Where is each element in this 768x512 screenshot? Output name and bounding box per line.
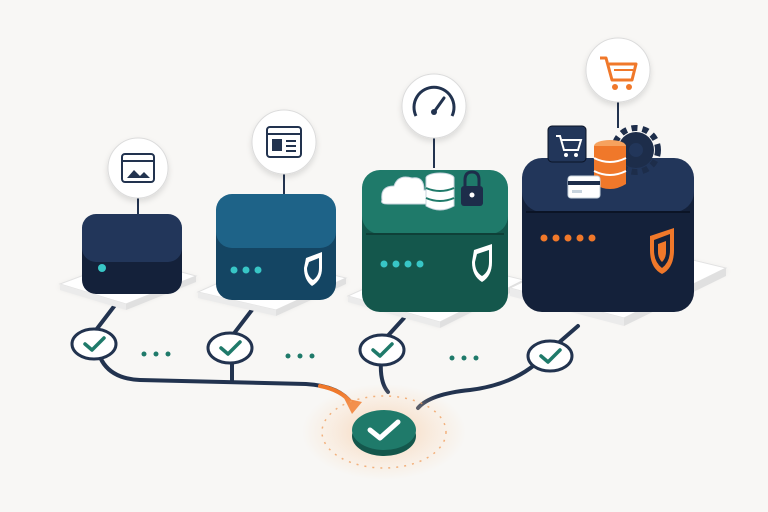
web-page-image-icon	[107, 137, 169, 199]
credit-card-icon	[567, 175, 601, 199]
check-icon	[367, 419, 401, 441]
web-layout-icon	[251, 109, 317, 175]
ellipsis-dots	[141, 351, 479, 361]
tier-large	[346, 73, 526, 328]
tier-medium	[196, 109, 348, 316]
check-icon	[83, 336, 106, 352]
cart-screen-icon	[547, 125, 587, 163]
database-icon	[425, 172, 455, 211]
status-led	[98, 264, 106, 272]
shield-icon	[650, 228, 674, 274]
checkpoint-4	[526, 339, 574, 373]
shield-icon	[472, 244, 492, 282]
status-leds	[380, 260, 424, 268]
result-node	[302, 384, 466, 480]
cloud-icon	[381, 176, 432, 205]
check-icon	[371, 342, 394, 358]
check-icon	[539, 348, 562, 364]
shield-icon	[304, 252, 322, 286]
checkpoint-2	[206, 331, 254, 365]
lock-icon	[461, 170, 483, 206]
shopping-cart-icon	[585, 37, 651, 103]
database-icon	[593, 140, 627, 189]
status-leds	[230, 266, 262, 274]
speedometer-icon	[401, 73, 467, 139]
tier-small	[58, 137, 198, 310]
checkpoint-1	[70, 327, 118, 361]
tier-enterprise	[508, 37, 728, 326]
status-leds	[540, 234, 596, 242]
checkpoint-3	[358, 333, 406, 367]
check-icon	[219, 340, 242, 356]
